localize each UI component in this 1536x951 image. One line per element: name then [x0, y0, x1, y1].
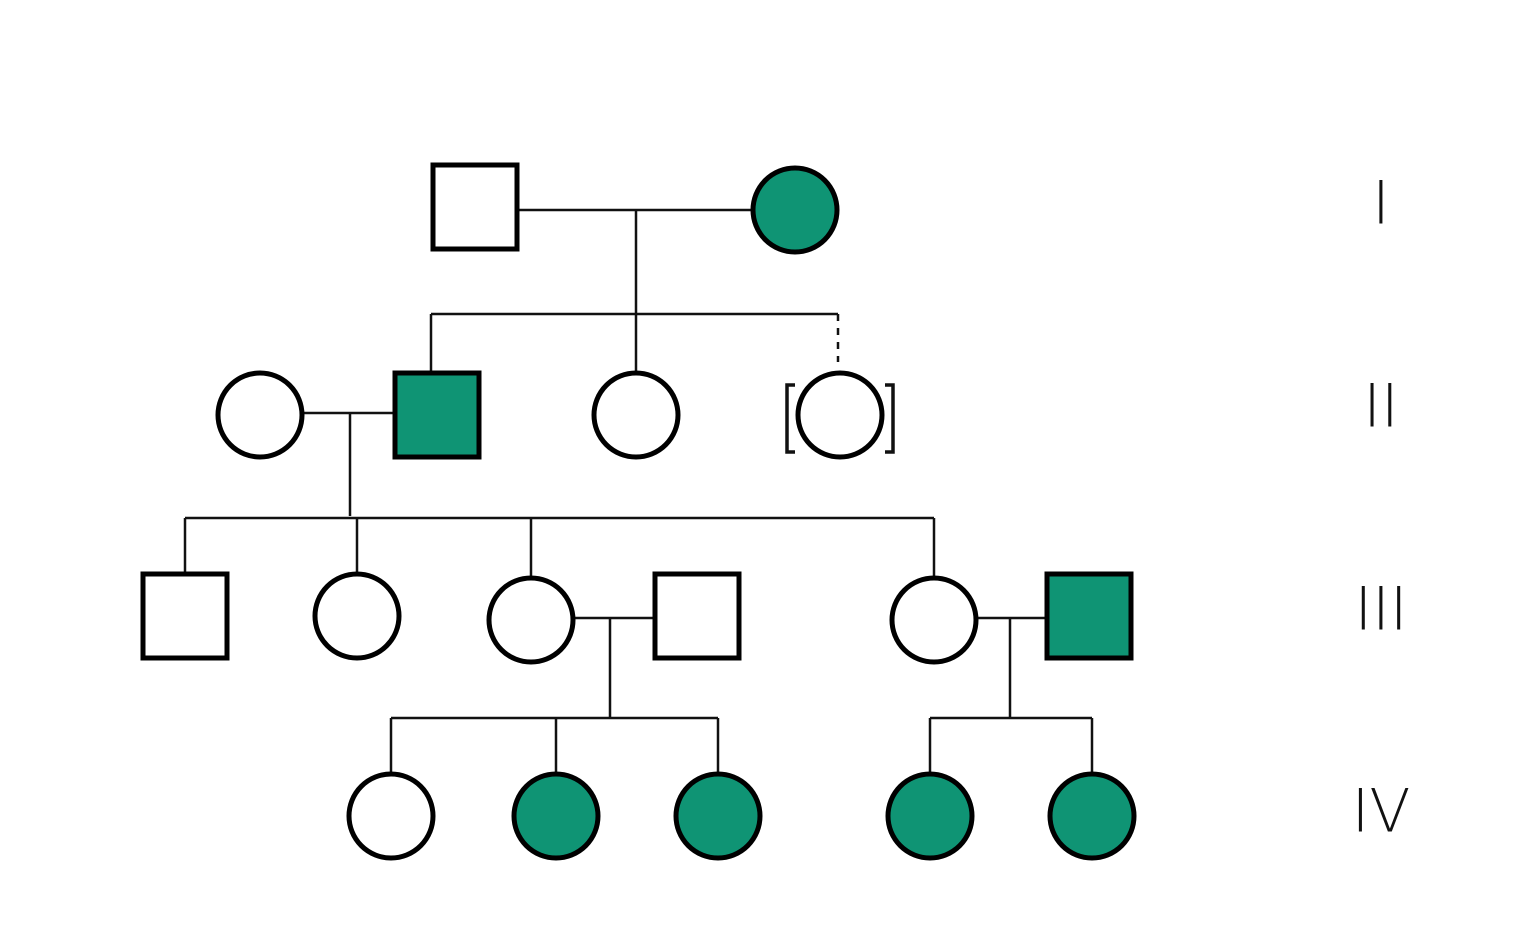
- unaffected-male-iii-3s-square: [652, 571, 742, 661]
- unaffected-male-iii-1-square: [140, 571, 230, 661]
- unaffected-female-ii-2-circle: [591, 370, 681, 460]
- generation-labels: I II III IV: [1352, 169, 1411, 847]
- pedigree-lines: [183, 208, 1094, 774]
- unaffected-female-iii-3-circle: [486, 575, 576, 665]
- generation-label-iii: III: [1354, 575, 1407, 645]
- affected-female-i-2-circle: [750, 165, 840, 255]
- affected-male-ii-1-square: [392, 370, 482, 460]
- adoption-bracket-left: [785, 383, 795, 454]
- unaffected-female-iii-2-circle: [312, 571, 402, 661]
- affected-female-iv-3-circle: [673, 771, 763, 861]
- unaffected-female-ii-0-circle: [215, 370, 305, 460]
- affected-female-iv-5-circle: [1047, 771, 1137, 861]
- affected-male-iii-4s-square: [1044, 571, 1134, 661]
- unaffected-male-i-1-square: [430, 162, 520, 252]
- generation-label-iv: IV: [1352, 777, 1411, 847]
- affected-female-iv-2-circle: [511, 771, 601, 861]
- pedigree-symbols: [140, 162, 1137, 861]
- unaffected-female-iv-1-circle: [346, 771, 436, 861]
- unaffected-female-iii-4-circle: [889, 575, 979, 665]
- unaffected-female-ii-3-circle: [795, 370, 885, 460]
- adoption-bracket-right: [885, 383, 895, 454]
- generation-label-i: I: [1372, 169, 1390, 239]
- generation-label-ii: II: [1363, 372, 1398, 442]
- affected-female-iv-4-circle: [885, 771, 975, 861]
